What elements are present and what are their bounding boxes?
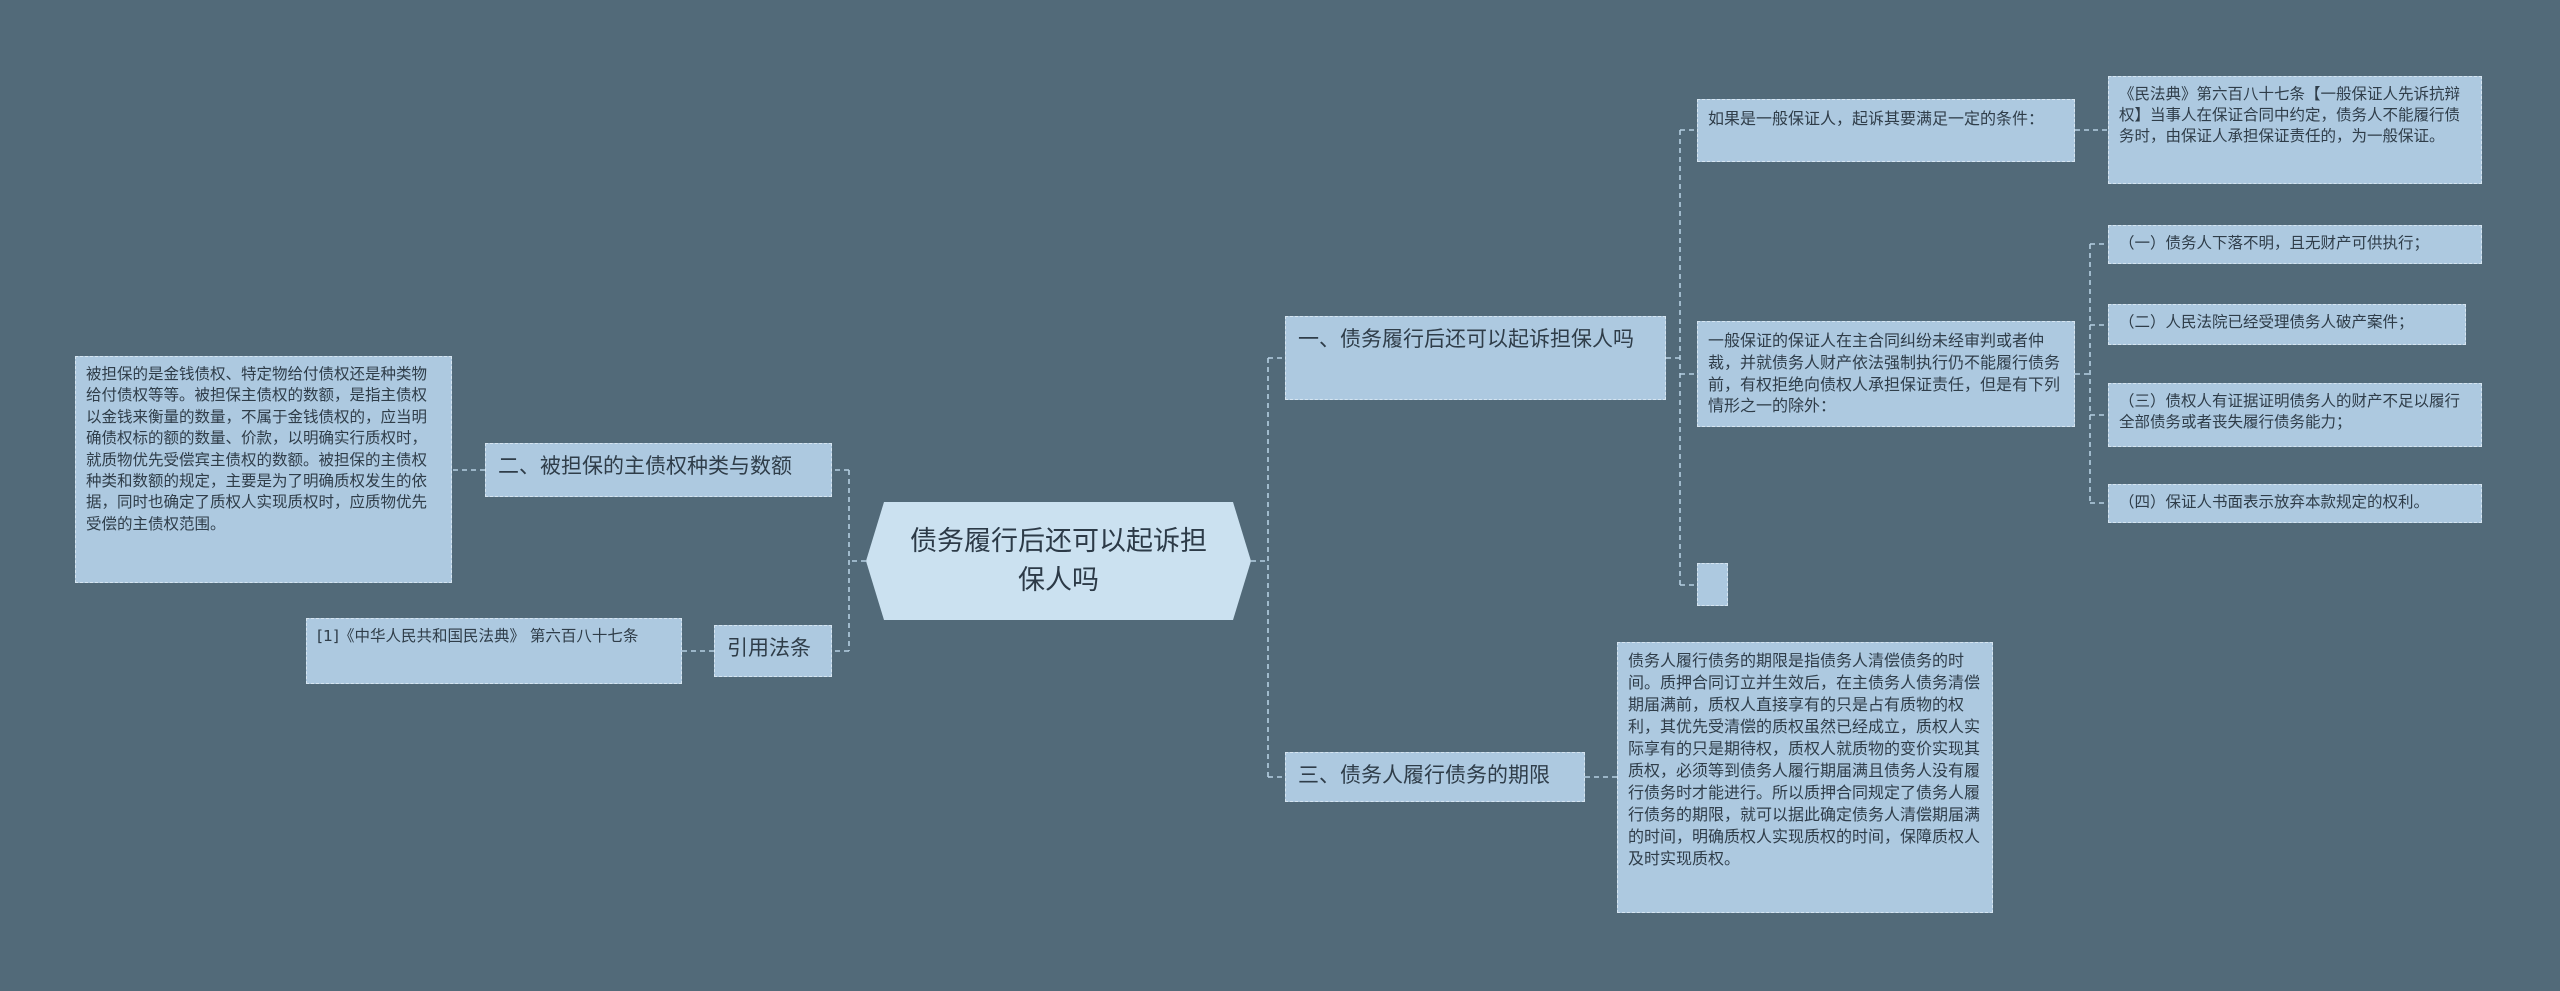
exception-item-1[interactable]: （一）债务人下落不明，且无财产可供执行； [2108,225,2482,264]
exception-item-2[interactable]: （二）人民法院已经受理债务人破产案件； [2108,304,2466,345]
branch-node-2[interactable]: 二、被担保的主债权种类与数额 [485,443,832,497]
law-article-node[interactable]: 《民法典》第六百八十七条【一般保证人先诉抗辩权】当事人在保证合同中约定，债务人不… [2108,76,2482,184]
branch-node-1[interactable]: 一、债务履行后还可以起诉担保人吗 [1285,316,1666,400]
branch-node-3[interactable]: 三、债务人履行债务的期限 [1285,752,1585,802]
root-node[interactable]: 债务履行后还可以起诉担保人吗 [866,502,1251,620]
condition-node[interactable]: 如果是一般保证人，起诉其要满足一定的条件： [1697,99,2075,162]
secured-claim-text-node[interactable]: 被担保的是金钱债权、特定物给付债权还是种类物给付债权等等。被担保主债权的数额，是… [75,356,452,583]
exception-item-4[interactable]: （四）保证人书面表示放弃本款规定的权利。 [2108,484,2482,523]
exception-item-3[interactable]: （三）债权人有证据证明债务人的财产不足以履行全部债务或者丧失履行债务能力； [2108,383,2482,447]
empty-node[interactable] [1697,563,1728,606]
exception-node[interactable]: 一般保证的保证人在主合同纠纷未经审判或者仲裁，并就债务人财产依法强制执行仍不能履… [1697,321,2075,427]
term-explanation-node[interactable]: 债务人履行债务的期限是指债务人清偿债务的时间。质押合同订立并生效后，在主债务人债… [1617,642,1993,913]
citation-branch-node[interactable]: 引用法条 [714,625,832,677]
citation-leaf-node[interactable]: [1]《中华人民共和国民法典》 第六百八十七条 [306,618,682,684]
